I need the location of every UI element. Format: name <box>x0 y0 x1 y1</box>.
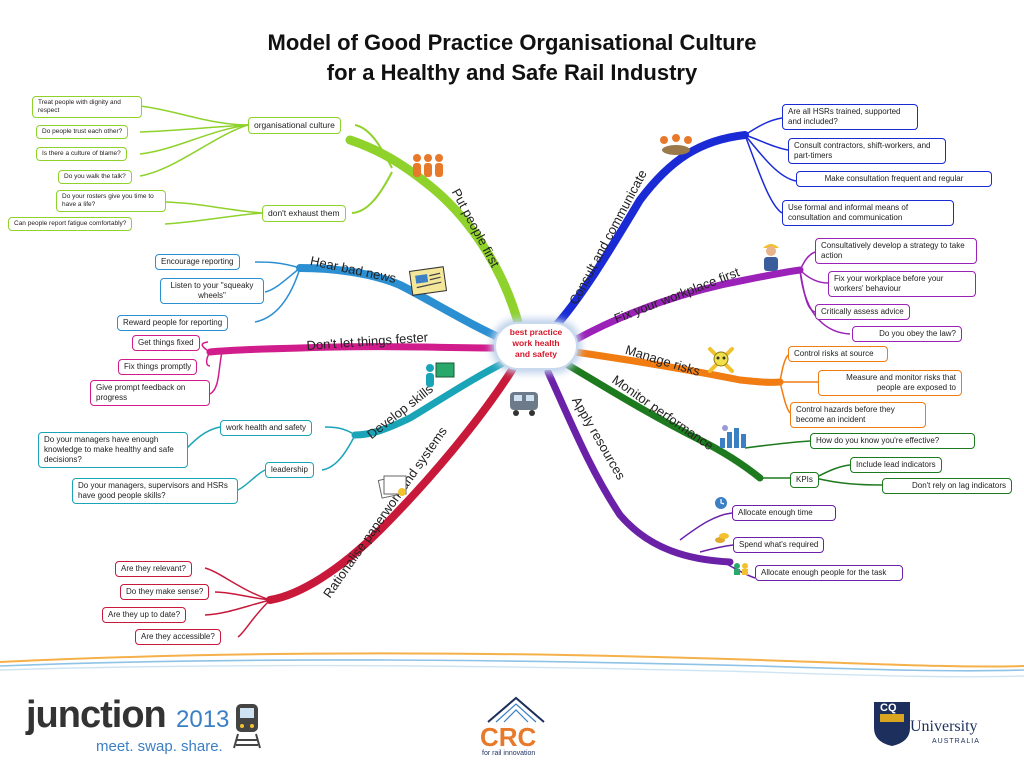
title-line-1: Model of Good Practice Organisational Cu… <box>267 30 757 55</box>
train-front-icon <box>233 704 261 749</box>
teacher-icon <box>426 362 455 387</box>
cq-word: University <box>910 718 978 735</box>
leaf-consult-contractors: Consult contractors, shift-workers, and … <box>788 138 946 164</box>
leaf-workers-behaviour: Fix your workplace before your workers' … <box>828 271 976 297</box>
leaf-hsrs-trained: Are all HSRs trained, supported and incl… <box>782 104 918 130</box>
subnode-kpis: KPIs <box>790 472 819 488</box>
papers-icon <box>377 475 407 499</box>
leaf-enough-people: Allocate enough people for the task <box>755 565 903 581</box>
leaf-lag-indicators: Don't rely on lag indicators <box>882 478 1012 494</box>
leaf-get-things-fixed: Get things fixed <box>132 335 200 351</box>
newspaper-icon <box>408 266 448 296</box>
center-line-2: work health <box>512 338 560 348</box>
junction-word: junction <box>26 694 167 736</box>
subnode-dont-exhaust-them: don't exhaust them <box>262 205 346 222</box>
leaf-make-sense: Do they make sense? <box>120 584 210 600</box>
leaf-rosters: Do your rosters give you time to have a … <box>56 190 166 213</box>
leaf-encourage-reporting: Encourage reporting <box>155 254 240 270</box>
hazard-skull-icon <box>708 347 734 373</box>
meeting-icon <box>660 134 692 155</box>
leaf-formal-informal: Use formal and informal means of consult… <box>782 200 954 226</box>
coins-icon <box>715 533 729 543</box>
leaf-measure-monitor: Measure and monitor risks that people ar… <box>818 370 962 396</box>
leaf-people-skills: Do your managers, supervisors and HSRs h… <box>72 478 238 504</box>
subnode-work-health-and-safety: work health and safety <box>220 420 313 436</box>
leaf-prompt-feedback: Give prompt feedback on progress <box>90 380 210 406</box>
footer-wave-blue <box>0 659 1024 672</box>
leaf-fatigue: Can people report fatigue comfortably? <box>8 217 133 232</box>
leaf-consultation-frequent: Make consultation frequent and regular <box>796 171 992 187</box>
crc-word: CRC <box>480 722 537 752</box>
leaf-control-hazards: Control hazards before they become an in… <box>790 402 926 428</box>
leaf-up-to-date: Are they up to date? <box>102 607 187 623</box>
subnode-leadership: leadership <box>265 462 314 478</box>
junction-year: 2013 <box>176 706 230 733</box>
leaf-enough-time: Allocate enough time <box>732 505 836 521</box>
branch-fix-workplace-curve <box>571 266 804 344</box>
cq-shield-icon <box>874 702 910 746</box>
junction-logo: junction 2013 meet. swap. share. <box>26 694 276 758</box>
cq-mark: CQ <box>880 702 897 714</box>
clock-icon <box>715 497 727 509</box>
leaf-blame: Is there a culture of blame? <box>36 147 127 162</box>
cq-subtitle: AUSTRALIA <box>932 738 980 745</box>
branch-hear-bad-news-curve <box>296 264 509 344</box>
branch-manage-risks-curve <box>571 348 784 386</box>
leaf-develop-strategy: Consultatively develop a strategy to tak… <box>815 238 977 264</box>
page-title: Model of Good Practice Organisational Cu… <box>0 28 1024 88</box>
bar-chart-icon <box>720 425 746 448</box>
branch-consult-curve <box>548 131 749 334</box>
branch-rationalise-curve <box>266 366 516 604</box>
subnode-organisational-culture: organisational culture <box>248 117 341 134</box>
title-line-2: for a Healthy and Safe Rail Industry <box>326 60 698 85</box>
people-small-icon <box>734 563 748 575</box>
train-icon <box>510 392 538 416</box>
leaf-treat-dignity: Treat people with dignity and respect <box>32 96 142 119</box>
branch-dont-let-fester-curve <box>206 343 504 356</box>
leaf-squeaky-wheels: Listen to your "squeaky wheels" <box>160 278 264 304</box>
leaf-managers-knowledge: Do your managers have enough knowledge t… <box>38 432 188 468</box>
worker-icon <box>763 244 779 271</box>
leaf-reward-reporting: Reward people for reporting <box>117 315 229 331</box>
leaf-assess-advice: Critically assess advice <box>815 304 910 320</box>
junction-tagline: meet. swap. share. <box>96 738 223 755</box>
leaf-spend-required: Spend what's required <box>733 537 825 553</box>
branch-put-people-first-curve <box>345 135 525 335</box>
footer-wave-orange <box>0 652 1024 668</box>
crc-tagline: for rail innovation <box>482 750 536 757</box>
branch-develop-skills-curve <box>351 358 509 439</box>
center-line-1: best practice <box>509 327 563 337</box>
branch-apply-resources-curve <box>544 368 734 566</box>
leaf-trust: Do people trust each other? <box>36 125 129 140</box>
center-node: best practice work health and safety <box>494 322 578 370</box>
leaf-risks-at-source: Control risks at source <box>788 346 888 362</box>
leaf-obey-law: Do you obey the law? <box>852 326 962 342</box>
cq-university-logo: CQ University AUSTRALIA <box>872 700 992 754</box>
leaf-accessible: Are they accessible? <box>135 629 221 645</box>
branch-monitor-curve <box>564 361 764 482</box>
crc-bridge-icon <box>487 696 545 723</box>
leaf-how-effective: How do you know you're effective? <box>810 433 975 449</box>
leaf-relevant: Are they relevant? <box>115 561 192 577</box>
center-line-3: and safety <box>514 349 558 359</box>
leaf-fix-promptly: Fix things promptly <box>118 359 198 375</box>
leaf-lead-indicators: Include lead indicators <box>850 457 942 473</box>
crc-logo: CRC for rail innovation <box>476 694 556 760</box>
leaf-walk-the-talk: Do you walk the talk? <box>58 170 132 185</box>
people-group-icon <box>413 154 443 177</box>
footer-wave-light <box>0 664 1024 678</box>
